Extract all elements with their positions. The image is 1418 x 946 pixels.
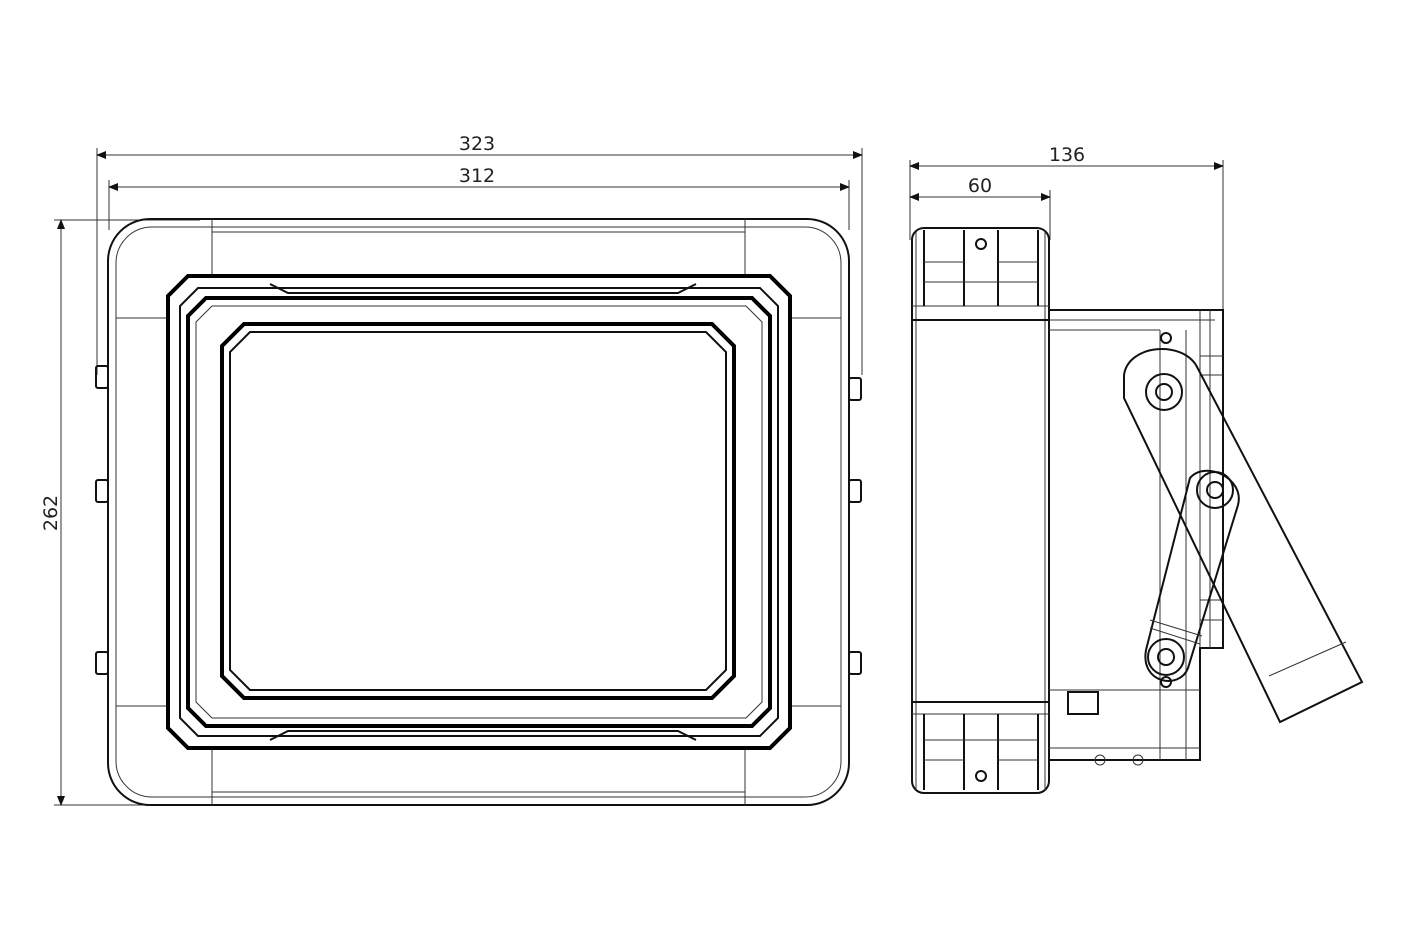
bracket-long-arm: [1123, 348, 1364, 724]
side-rear-housing: [1049, 309, 1224, 761]
dimension-label-136: 136: [1049, 144, 1085, 166]
side-top-fins: [923, 230, 1039, 306]
dimension-label-323: 323: [459, 133, 495, 155]
bracket-pivot-top: [1145, 373, 1183, 411]
bracket-pivot-bottom: [1147, 638, 1185, 676]
clip-left-middle: [95, 479, 109, 503]
front-bezel: [166, 274, 792, 750]
dimension-front-height: 262: [40, 219, 200, 806]
dimension-label-60: 60: [968, 175, 992, 197]
screw-icon: [1160, 332, 1172, 344]
front-view: [95, 218, 862, 806]
dimension-label-312: 312: [459, 165, 495, 187]
bracket-pivot-middle: [1196, 471, 1234, 509]
dimension-front-inner-width: 312: [108, 165, 850, 230]
screw-icon: [975, 770, 987, 782]
screw-icon: [1160, 676, 1172, 688]
front-lens-panel: [220, 322, 736, 700]
screw-icon: [975, 238, 987, 250]
bracket-short-arm: [1144, 469, 1240, 682]
side-bottom-fins: [923, 714, 1039, 790]
dimension-front-total-width: 323: [96, 133, 863, 375]
clip-left-bottom: [95, 651, 109, 675]
front-housing-inner: [115, 226, 842, 798]
side-view: [911, 227, 1364, 794]
dimension-label-262: 262: [40, 495, 62, 531]
clip-right-top: [848, 377, 862, 401]
dimension-side-body-depth: 60: [909, 175, 1051, 240]
clip-left-top: [95, 365, 109, 389]
side-body: [911, 227, 1050, 794]
front-housing-outer: [107, 218, 850, 806]
clip-right-bottom: [848, 651, 862, 675]
clip-right-middle: [848, 479, 862, 503]
